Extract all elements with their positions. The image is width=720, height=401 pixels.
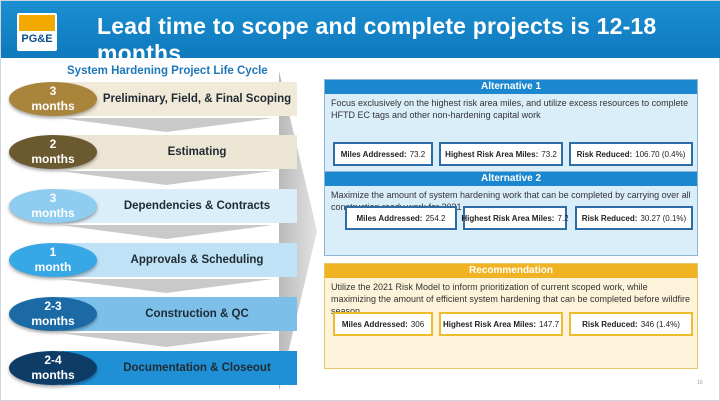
header-bar: PG&E Lead time to scope and complete pro… [1, 1, 720, 66]
step-bar [61, 82, 297, 116]
step-duration-number: 3 [49, 84, 57, 98]
metric-label: Highest Risk Area Miles: [461, 213, 555, 223]
alternative-header: Alternative 2 [325, 172, 697, 186]
logo-text: PG&E [21, 33, 53, 45]
step-label: Estimating [167, 146, 227, 158]
metric-box: Highest Risk Area Miles:73.2 [439, 142, 563, 166]
pge-logo: PG&E [17, 13, 57, 51]
metric-value: 147.7 [539, 319, 560, 329]
metric-value: 30.27 (0.1%) [640, 213, 687, 223]
step-duration-unit: month [34, 260, 72, 274]
metric-label: Miles Addressed: [340, 149, 407, 159]
metric-label: Miles Addressed: [341, 319, 408, 329]
step-duration-number: 1 [49, 245, 57, 259]
metric-label: Risk Reduced: [581, 213, 638, 223]
page-title: Lead time to scope and complete projects… [97, 13, 657, 66]
page-number: 10 [697, 380, 703, 386]
step-duration-unit: months [31, 368, 75, 382]
step-duration-unit: months [31, 99, 75, 113]
alternative-description: Focus exclusively on the highest risk ar… [331, 98, 689, 120]
step-label: Approvals & Scheduling [130, 254, 264, 266]
step-bar [61, 189, 297, 223]
step-bar [61, 243, 297, 277]
metric-label: Risk Reduced: [582, 319, 638, 329]
step-bar [61, 135, 297, 169]
big-right-arrow-icon [279, 71, 317, 391]
logo-mark-icon [19, 15, 55, 31]
step-label: Preliminary, Field, & Final Scoping [102, 93, 292, 105]
step-duration-unit: months [31, 206, 75, 220]
step-duration-number: 2-3 [44, 299, 62, 313]
down-chevron-icon [59, 171, 273, 185]
step-duration-unit: months [31, 314, 75, 328]
step-duration-unit: months [31, 152, 75, 166]
metric-value: 254.2 [425, 213, 446, 223]
metric-label: Highest Risk Area Miles: [445, 149, 539, 159]
metric-box: Highest Risk Area Miles:147.7 [439, 312, 563, 336]
metric-value: 73.2 [541, 149, 557, 159]
step-duration-number: 2 [49, 137, 57, 151]
step-duration-number: 3 [49, 191, 57, 205]
metric-box: Miles Addressed:306 [333, 312, 433, 336]
metric-box: Miles Addressed:73.2 [333, 142, 433, 166]
alternative-header: Recommendation [325, 264, 697, 278]
metric-box: Risk Reduced:346 (1.4%) [569, 312, 693, 336]
metric-value: 346 (1.4%) [640, 319, 680, 329]
step-bar [61, 351, 297, 385]
step-label: Construction & QC [145, 308, 249, 320]
metric-box: Highest Risk Area Miles:7.2 [461, 206, 569, 230]
metric-value: 306 [410, 319, 425, 329]
metric-box: Risk Reduced:30.27 (0.1%) [575, 206, 693, 230]
metric-value: 7.2 [557, 213, 569, 223]
metric-label: Highest Risk Area Miles: [442, 319, 537, 329]
step-bar [61, 297, 297, 331]
metric-label: Risk Reduced: [576, 149, 633, 159]
metric-value: 73.2 [409, 149, 426, 159]
step-label: Dependencies & Contracts [123, 200, 271, 212]
lifecycle-title: System Hardening Project Life Cycle [67, 65, 268, 77]
down-chevron-icon [59, 118, 273, 132]
down-chevron-icon [59, 279, 273, 293]
alternative-panel: Alternative 1 Focus exclusively on the hi… [324, 79, 698, 177]
down-chevron-icon [59, 225, 273, 239]
step-duration-number: 2-4 [44, 353, 62, 367]
down-chevron-icon [59, 333, 273, 347]
metric-box: Miles Addressed:254.2 [345, 206, 457, 230]
metric-value: 106.70 (0.4%) [635, 149, 686, 159]
metric-label: Miles Addressed: [356, 213, 423, 223]
metric-box: Risk Reduced:106.70 (0.4%) [569, 142, 693, 166]
alternative-header: Alternative 1 [325, 80, 697, 94]
step-label: Documentation & Closeout [123, 362, 271, 374]
alternative-description: Utilize the 2021 Risk Model to inform pr… [331, 282, 691, 316]
